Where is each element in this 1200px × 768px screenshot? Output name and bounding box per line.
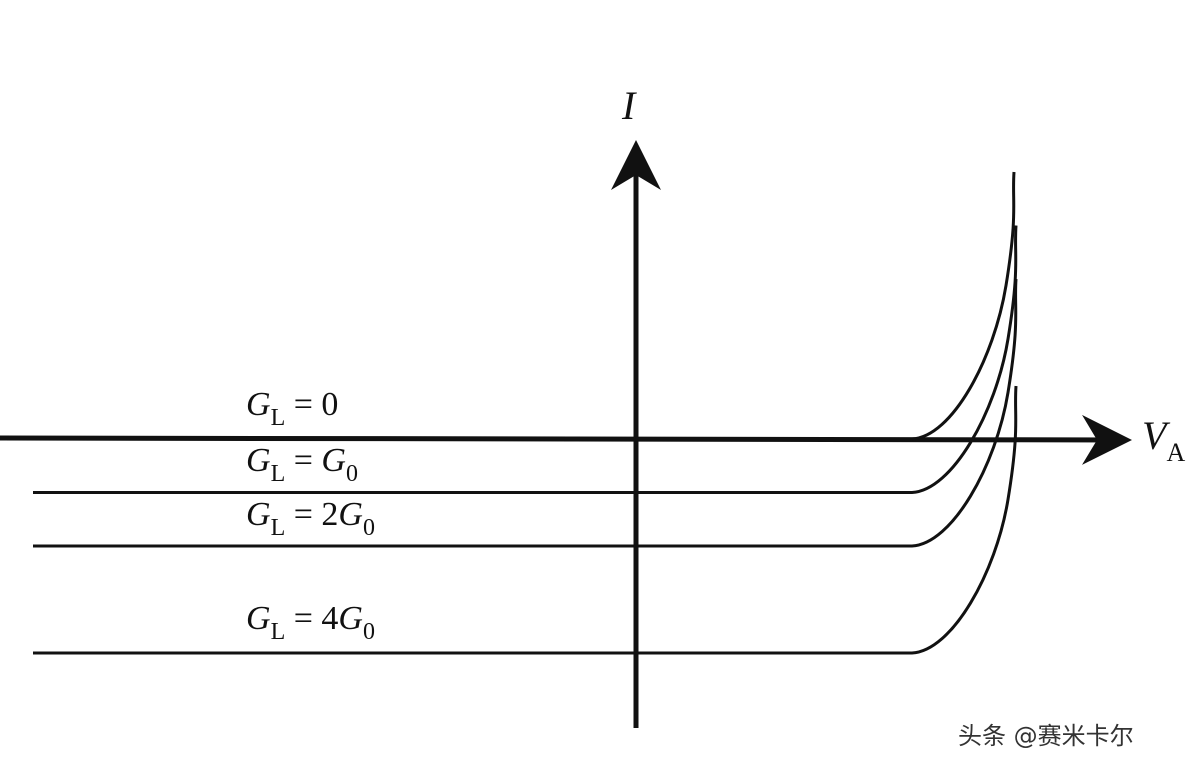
curve-label-rhs-sub: 0	[362, 515, 375, 541]
curve-label-sub: L	[270, 619, 286, 645]
curve-label-rhs: = 4	[285, 600, 339, 637]
curve-label-g: G	[246, 600, 271, 637]
curve-label-g: G	[246, 386, 271, 423]
curve-label-rhs: = 2	[285, 496, 339, 533]
curve-label-rhs-g: G	[338, 496, 363, 533]
curve-label-rhs-sub: 0	[362, 619, 375, 645]
curve-label-sub: L	[270, 515, 286, 541]
curve-gl-g0	[33, 225, 1018, 494]
va-axis-label-main: V	[1142, 413, 1167, 458]
curve-label-rhs-sub: 0	[345, 461, 358, 487]
curve-label-rhs: = 0	[285, 386, 339, 423]
i-axis-label-text: I	[622, 83, 636, 128]
va-axis-label-sub: A	[1166, 438, 1186, 467]
curve-gl-4g0	[33, 385, 1018, 655]
va-axis-label: VA	[1142, 413, 1185, 466]
curve-label-sub: L	[270, 405, 286, 431]
curve-label-gl-g0: GL = G0	[246, 442, 358, 487]
curve-label-g: G	[246, 496, 271, 533]
curve-gl-2g0	[33, 278, 1018, 548]
curve-label-gl-2g0: GL = 2G0	[246, 496, 375, 541]
va-axis	[0, 414, 1132, 465]
curve-label-rhs-g: G	[338, 600, 363, 637]
curve-label-sub: L	[270, 461, 286, 487]
curve-label-g: G	[246, 442, 271, 479]
curve-gl-0	[880, 171, 1016, 441]
curve-label-gl-0: GL = 0	[246, 386, 339, 431]
curve-label-gl-4g0: GL = 4G0	[246, 600, 375, 645]
curve-label-rhs-g: G	[321, 442, 346, 479]
watermark-text: 头条 @赛米卡尔	[958, 722, 1134, 750]
curve-label-rhs: =	[285, 442, 322, 479]
curves-group	[33, 171, 1018, 655]
i-axis-label: I	[622, 86, 635, 126]
